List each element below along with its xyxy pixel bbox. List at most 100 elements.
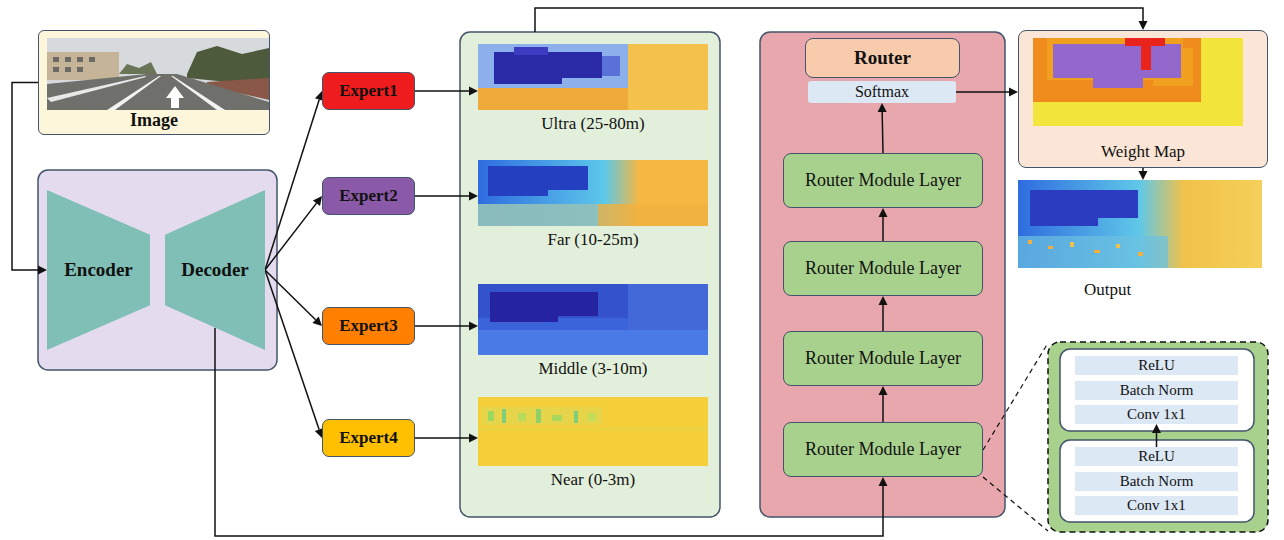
arrow-connector: [879, 296, 888, 331]
arrow-connector: [1152, 424, 1161, 447]
layer-op-bar: Conv 1x1: [1075, 496, 1238, 515]
illustration-shape: [478, 204, 708, 226]
illustration-shape: [47, 52, 119, 80]
illustration-shape: [478, 330, 708, 355]
node-label: Encoder: [64, 259, 133, 281]
softmax-box: Softmax: [808, 81, 956, 103]
depth-map: [478, 284, 708, 355]
illustration-shape: [166, 86, 184, 108]
illustration-shape: [536, 409, 541, 423]
weight-map-box: Weight Map: [1018, 30, 1268, 168]
node-label: Weight Map: [1101, 142, 1185, 161]
illustration-shape: [1201, 38, 1243, 126]
layer-op-bar: ReLU: [1075, 447, 1238, 466]
illustration-shape: [1139, 171, 1148, 180]
node-label: Conv 1x1: [1127, 406, 1186, 423]
arrow-connector: [265, 91, 324, 270]
node-label: Batch Norm: [1120, 473, 1194, 490]
illustration-shape: [12, 83, 38, 271]
illustration-shape: [469, 322, 478, 331]
illustration-shape: [956, 91, 1009, 93]
expert-box: Expert1: [322, 72, 415, 110]
illustration-shape: [312, 316, 322, 326]
node-label: Router Module Layer: [805, 439, 961, 460]
illustration-shape: [882, 217, 884, 241]
illustration-shape: [878, 103, 887, 112]
illustration-shape: [502, 409, 506, 423]
illustration-shape: [488, 166, 588, 196]
arrow-connector: [415, 434, 478, 443]
illustration-shape: [1070, 242, 1074, 247]
node-label: Router Module Layer: [805, 348, 961, 369]
illustration-shape: [1053, 44, 1181, 88]
node-label: Batch Norm: [1120, 382, 1194, 399]
zoom-leader: [983, 477, 1048, 531]
illustration-shape: [313, 196, 322, 206]
node-label: Middle (3-10m): [538, 359, 647, 378]
illustration-shape: [47, 190, 150, 350]
node-label: Output: [1084, 280, 1131, 299]
zoom-leader: [983, 343, 1048, 450]
illustration-shape: [107, 76, 161, 110]
road-photo: [47, 38, 269, 110]
node-label: Conv 1x1: [1127, 497, 1186, 514]
illustration-shape: [1142, 168, 1144, 171]
arrow-connector: [415, 322, 478, 331]
node-label: Expert4: [339, 428, 398, 448]
illustration-shape: [1033, 38, 1201, 102]
node-label: ReLU: [1138, 448, 1175, 465]
arrow-connector: [879, 386, 888, 422]
expert-box: Expert3: [322, 307, 415, 345]
arrow-connector: [265, 270, 323, 438]
output-node: Output: [1018, 180, 1266, 298]
illustration-shape: [165, 190, 265, 350]
illustration-shape: [1018, 236, 1168, 268]
decoder-block: Decoder: [165, 190, 265, 350]
illustration-shape: [415, 437, 469, 439]
router-title-box: Router: [805, 38, 960, 78]
illustration-shape: [490, 292, 598, 322]
depth-map-node: Ultra (25-80m): [478, 44, 708, 136]
illustration-shape: [588, 413, 596, 421]
illustration-shape: [552, 415, 562, 421]
illustration-shape: [574, 411, 578, 423]
illustration-shape: [879, 386, 888, 395]
illustration-shape: [1156, 433, 1158, 447]
panel-to-weight-line: [535, 8, 1143, 32]
node-label: Expert1: [339, 81, 398, 101]
router-layer-box: Router Module Layer: [783, 153, 983, 208]
illustration-shape: [1152, 424, 1161, 433]
illustration-shape: [482, 407, 602, 425]
node-label: ReLU: [1138, 357, 1175, 374]
depth-map: [478, 397, 708, 466]
illustration-shape: [478, 204, 598, 226]
node-label: Softmax: [855, 83, 909, 101]
illustration-shape: [488, 411, 494, 421]
layer-op-bar: ReLU: [1075, 356, 1238, 375]
illustration-shape: [65, 57, 71, 62]
node-label: Near (0-3m): [551, 470, 636, 489]
illustration-shape: [1030, 190, 1138, 226]
illustration-shape: [602, 56, 620, 76]
illustration-shape: [47, 38, 269, 110]
illustration-shape: [77, 57, 83, 62]
illustration-shape: [47, 74, 269, 110]
arrow-connector: [415, 87, 478, 96]
arrow-connector: [879, 208, 888, 241]
illustration-shape: [628, 44, 708, 110]
illustration-shape: [415, 325, 469, 327]
illustration-shape: [478, 284, 708, 355]
router-layer-box: Router Module Layer: [783, 422, 983, 477]
illustration-shape: [1009, 88, 1018, 97]
illustration-shape: [53, 67, 59, 72]
illustration-shape: [478, 427, 708, 431]
detail-inset: [1048, 342, 1268, 532]
illustration-shape: [518, 413, 526, 421]
illustration-shape: [879, 477, 888, 486]
illustration-shape: [119, 62, 157, 74]
illustration-shape: [53, 57, 59, 62]
illustration-shape: [879, 208, 888, 217]
arrow-connector: [956, 88, 1018, 97]
illustration-shape: [415, 195, 469, 197]
layer-op-bar: Batch Norm: [1075, 472, 1238, 491]
